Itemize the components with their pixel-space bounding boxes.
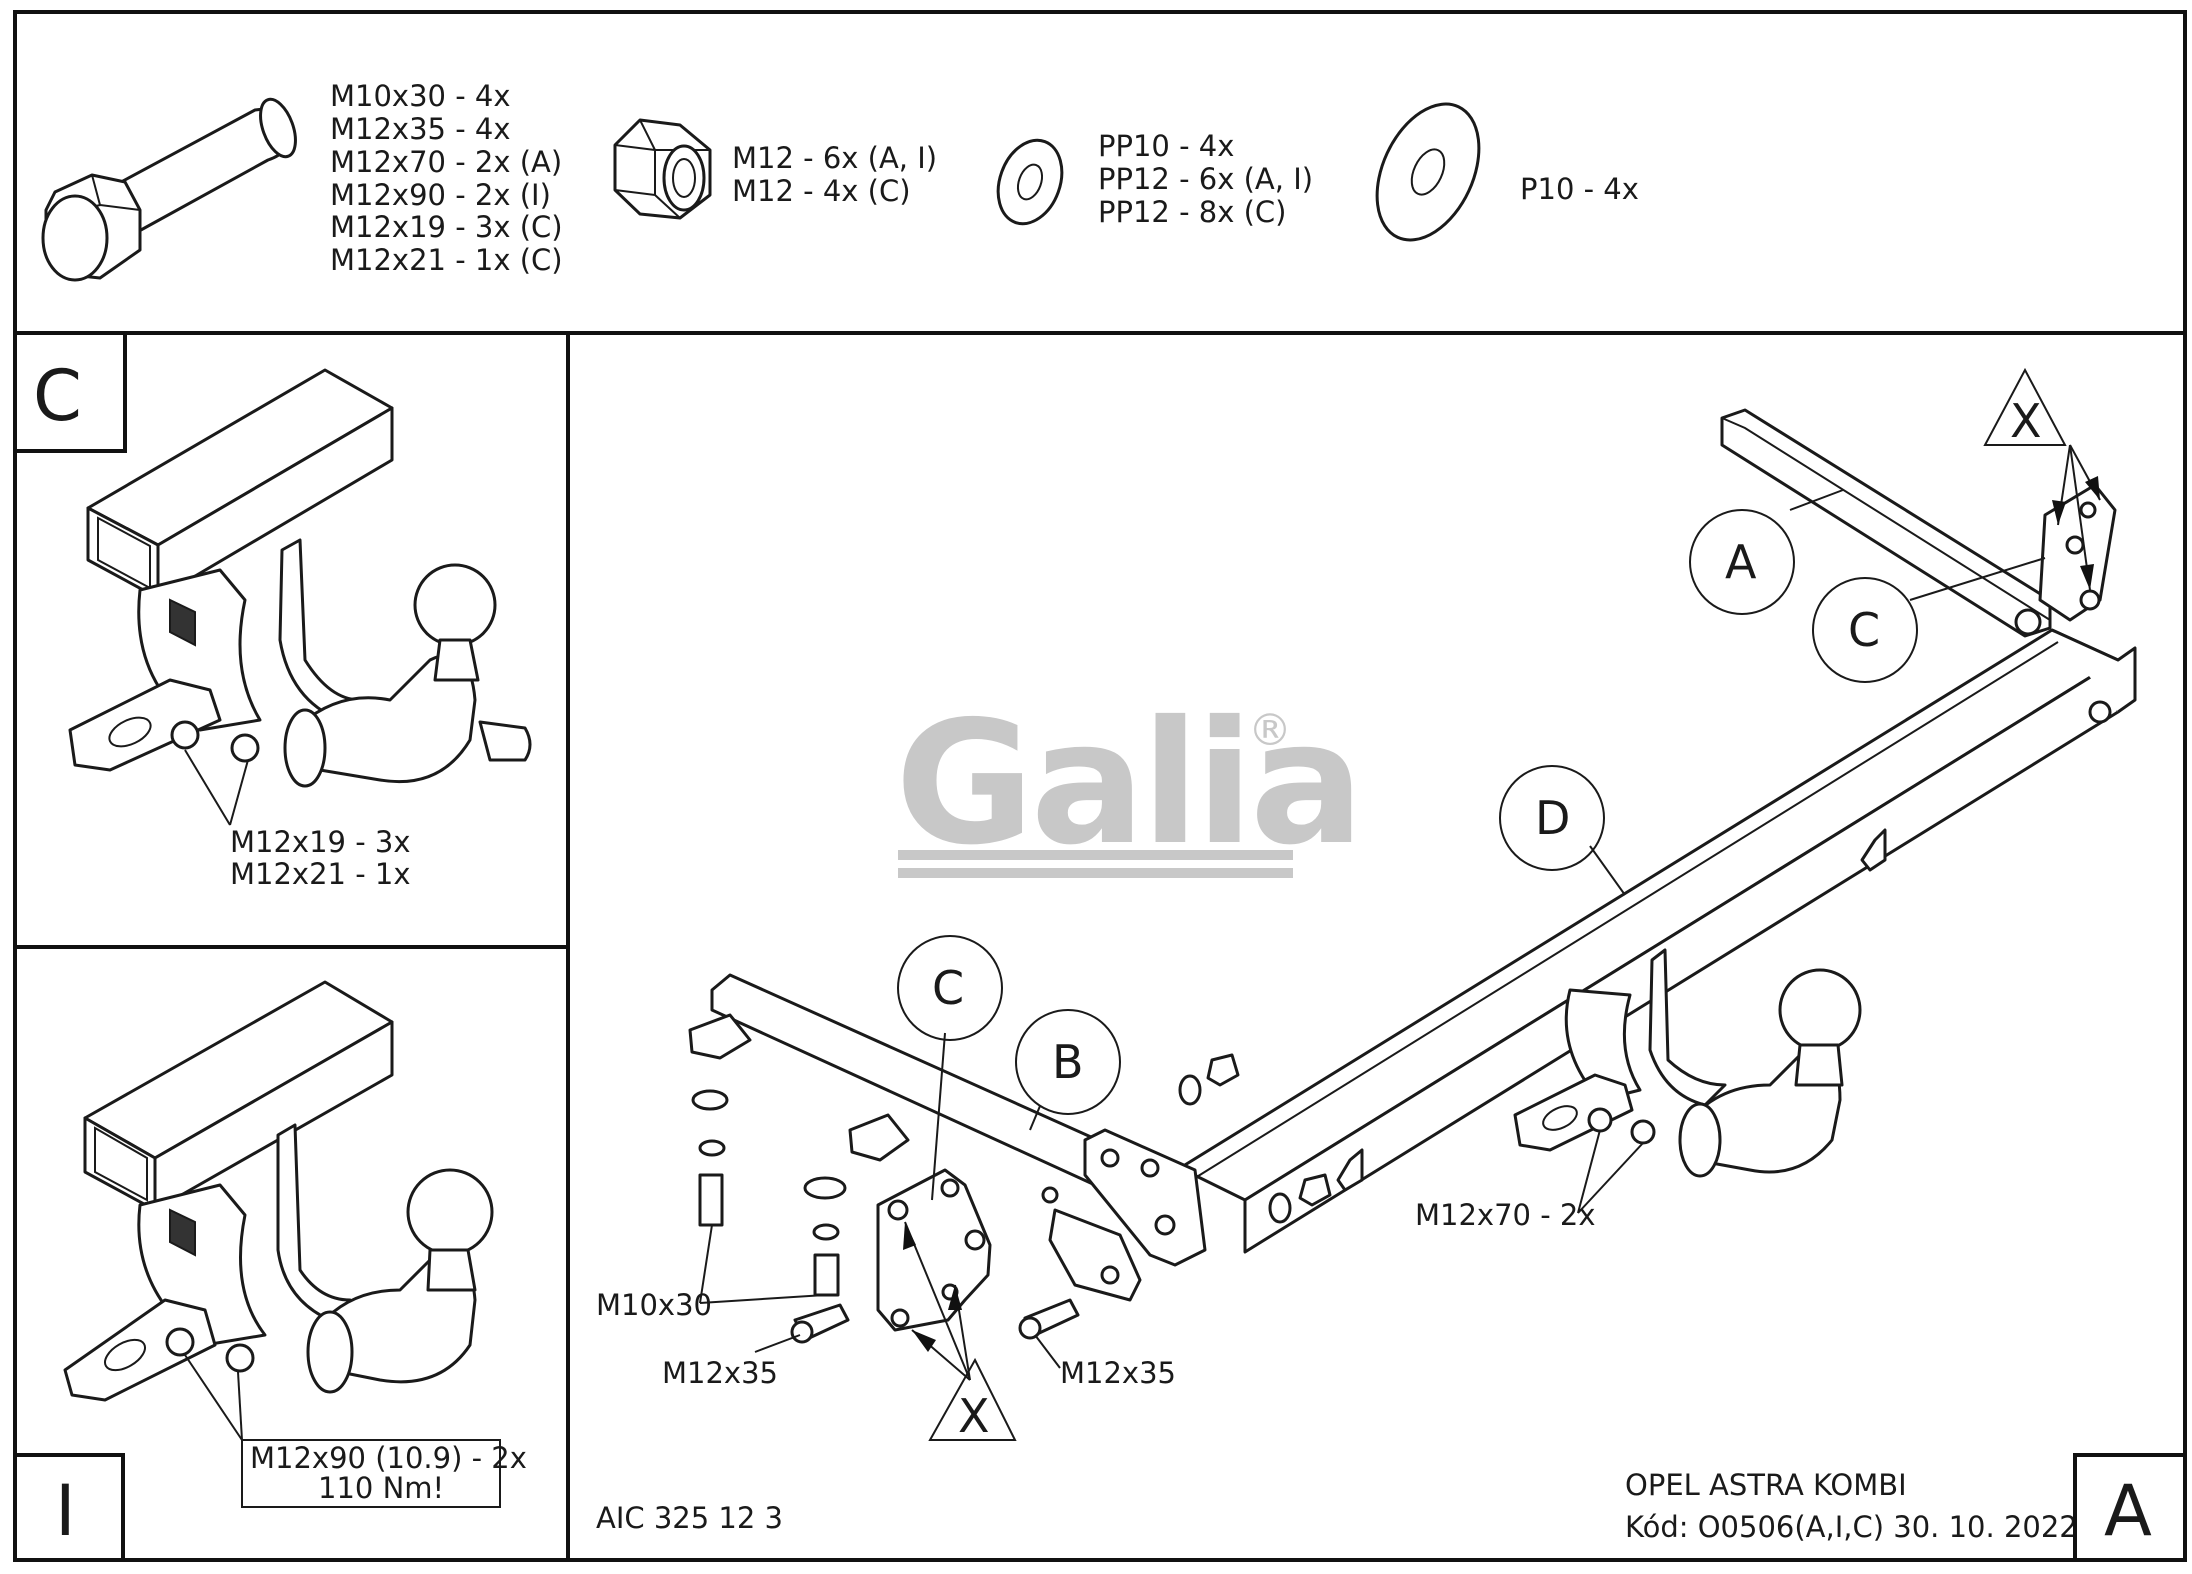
callout-c-bottom: C (897, 935, 1003, 1041)
callout-a-label: A (1725, 535, 1757, 589)
callout-d-label: D (1535, 791, 1570, 845)
variant-c-letter: C (33, 355, 82, 437)
variant-i-torque-label: 110 Nm! (318, 1471, 444, 1505)
washer-spec: PP12 - 8x (C) (1098, 195, 1287, 229)
galia-logo-mark: ® (1248, 705, 1292, 756)
x-callout-top: X (1983, 367, 2067, 448)
drawing-code: AIC 325 12 3 (596, 1501, 783, 1535)
variant-i-leaders (184, 1354, 243, 1441)
x-arrows (903, 444, 2101, 1381)
plate-c-drawing (876, 1168, 992, 1332)
bolt-spec: M12x90 - 2x (I) (330, 178, 551, 212)
kod-date: Kód: O0506(A,I,C) 30. 10. 2022 (1625, 1510, 2078, 1544)
bolt-spec: M12x21 - 1x (C) (330, 243, 563, 277)
x-callout-top-label: X (2010, 394, 2042, 448)
callout-d: D (1499, 765, 1605, 871)
main-hitch-drawing (1513, 948, 1862, 1178)
bolt-spec: M10x30 - 4x (330, 79, 511, 113)
x-callout-bottom: X (928, 1357, 1017, 1443)
bolt-drawing (41, 97, 297, 282)
main-assembly-panel: Galia ® (596, 367, 2187, 1562)
nut-spec: M12 - 4x (C) (732, 174, 911, 208)
fasteners-drawing (691, 1053, 1332, 1344)
label-m12x35-left: M12x35 (662, 1356, 778, 1390)
spring-washer-drawing (996, 138, 1064, 226)
variant-i-letter: I (55, 1470, 76, 1552)
bracket-a-drawing (1720, 408, 2117, 638)
variant-i-bolt-label: M12x90 (10.9) - 2x (250, 1441, 527, 1475)
bracket-b-drawing (688, 973, 1207, 1302)
flat-washer-drawing (1375, 102, 1481, 242)
nut-spec: M12 - 6x (A, I) (732, 141, 937, 175)
callout-b-label: B (1052, 1035, 1084, 1089)
flat-washer-spec: P10 - 4x (1520, 172, 1639, 206)
callout-c-top-label: C (1848, 603, 1880, 657)
parts-list: M10x30 - 4x M12x35 - 4x M12x70 - 2x (A) … (41, 79, 1639, 282)
callout-c-top: C (1812, 577, 1918, 683)
variant-c-panel: C M12x19 - 3x M12x21 - 1x (13, 331, 532, 891)
bolt-spec: M12x35 - 4x (330, 112, 511, 146)
label-m10x30: M10x30 (596, 1288, 712, 1322)
vehicle-name: OPEL ASTRA KOMBI (1625, 1468, 1907, 1502)
washer-spec: PP10 - 4x (1098, 129, 1234, 163)
bolt-specs: M10x30 - 4x M12x35 - 4x M12x70 - 2x (A) … (330, 79, 563, 277)
washer-spec: PP12 - 6x (A, I) (1098, 162, 1313, 196)
galia-logo: Galia ® (895, 685, 1365, 883)
nut-drawing (613, 118, 712, 220)
cross-beam-d-drawing (1178, 608, 2137, 1254)
corner-a-box (2073, 1453, 2187, 1562)
galia-logo-underline (898, 868, 1293, 878)
x-callout-bottom-label: X (958, 1389, 990, 1443)
variant-c-bolt-label: M12x19 - 3x (230, 825, 411, 859)
variant-c-leaders (184, 749, 249, 826)
variant-i-hitch-drawing (63, 980, 494, 1402)
leader-lines (699, 489, 2046, 1369)
callout-b: B (1015, 1009, 1121, 1115)
label-m12x70: M12x70 - 2x (1415, 1198, 1596, 1232)
galia-logo-underline (898, 850, 1293, 860)
callout-c-bottom-label: C (932, 961, 964, 1015)
bolt-spec: M12x70 - 2x (A) (330, 145, 562, 179)
flat-washer-specs: P10 - 4x (1520, 172, 1639, 206)
label-m12x35-right: M12x35 (1060, 1356, 1176, 1390)
corner-a-letter: A (2104, 1470, 2152, 1552)
variant-c-bolt-label: M12x21 - 1x (230, 857, 411, 891)
washer-specs: PP10 - 4x PP12 - 6x (A, I) PP12 - 8x (C) (1098, 129, 1313, 229)
variant-c-hitch-drawing (68, 368, 532, 788)
bolt-spec: M12x19 - 3x (C) (330, 210, 563, 244)
nut-specs: M12 - 6x (A, I) M12 - 4x (C) (732, 141, 937, 208)
torque-note-box (241, 1439, 501, 1508)
variant-i-panel: I M12x90 (10.9) - 2x 110 Nm! (13, 980, 527, 1562)
drawing-frame (13, 10, 2187, 1562)
callout-a: A (1689, 509, 1795, 615)
